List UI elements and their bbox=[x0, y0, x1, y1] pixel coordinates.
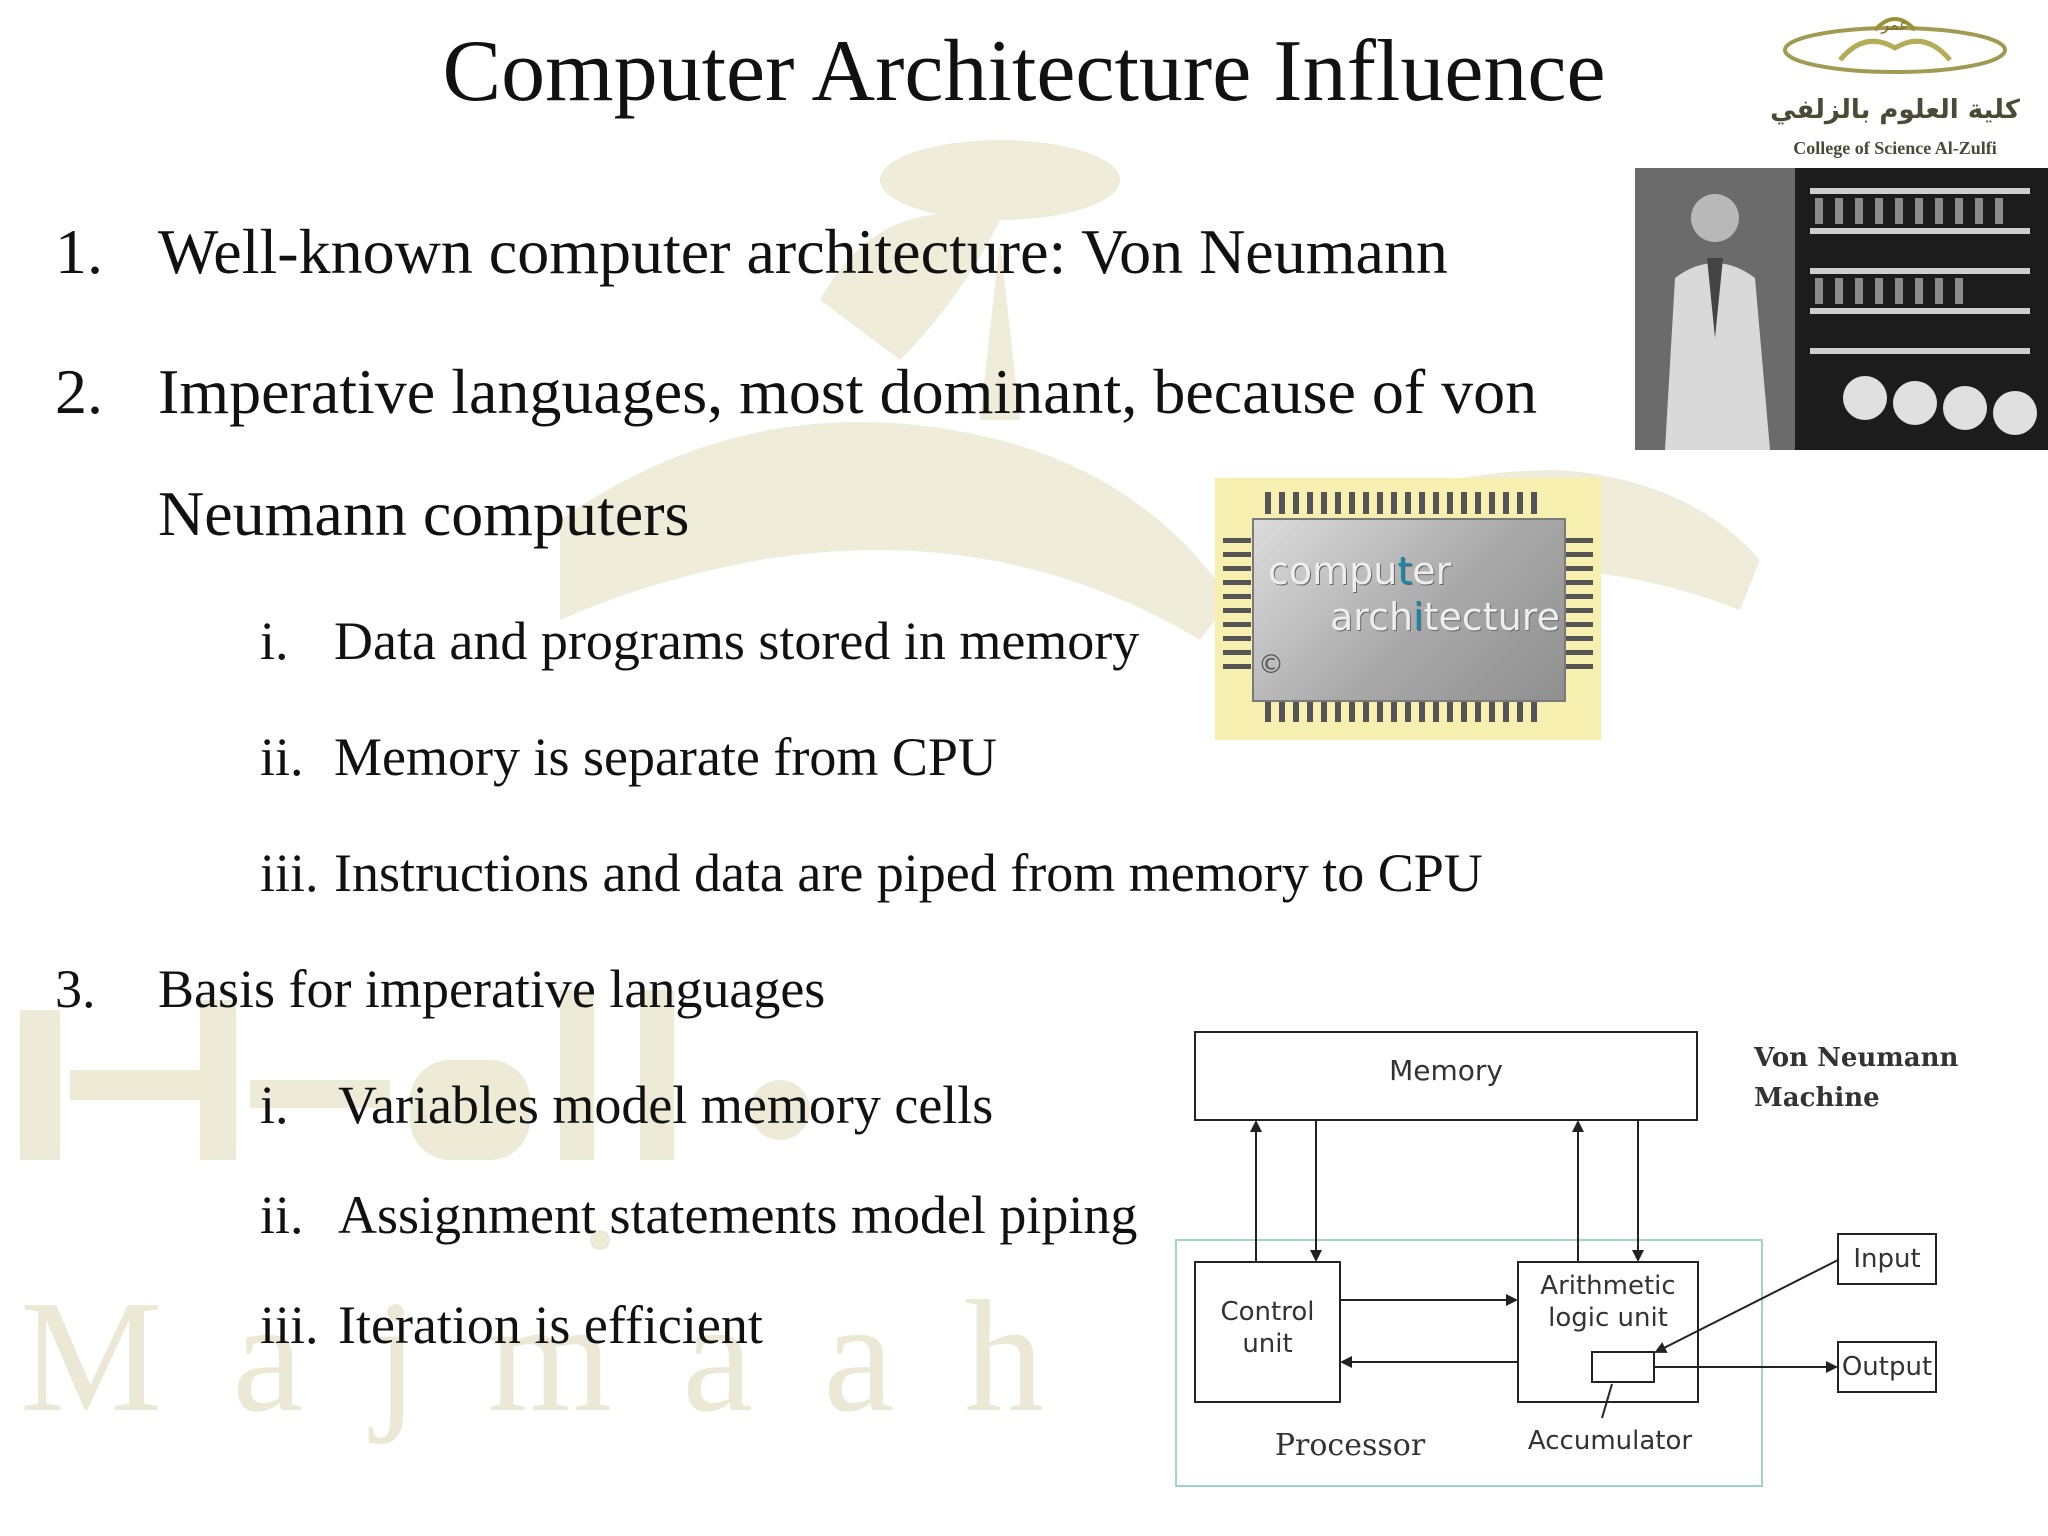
list-item-2-line2: Neumann computers bbox=[158, 478, 690, 549]
list-item-3: Basis for imperative languages bbox=[158, 959, 826, 1019]
subitem-number: i. bbox=[260, 1075, 289, 1135]
subitem-number: ii. bbox=[260, 727, 304, 787]
college-logo: عمر bbox=[1783, 15, 2007, 74]
subitem-number: iii. bbox=[260, 1295, 319, 1355]
subitem-text: Instructions and data are piped from mem… bbox=[334, 843, 1483, 903]
chip-pins bbox=[1223, 492, 1593, 722]
list-number-2: 2. bbox=[55, 356, 103, 427]
list-number-3: 3. bbox=[55, 959, 96, 1019]
chip-label: computer architecture bbox=[1268, 548, 1560, 640]
alu-label: Arithmetic logic unit bbox=[1518, 1270, 1698, 1334]
chip-label-part: arch bbox=[1330, 595, 1414, 639]
college-name-english: College of Science Al-Zulfi bbox=[1793, 138, 1997, 158]
chip-label-part: tecture bbox=[1423, 595, 1560, 639]
control-unit-label: Control unit bbox=[1195, 1296, 1340, 1360]
alu-line: Arithmetic bbox=[1540, 1271, 1676, 1301]
diagram-caption-line: Von Neumann bbox=[1754, 1043, 1959, 1073]
subitem-text: Variables model memory cells bbox=[338, 1075, 994, 1135]
subitem-text: Data and programs stored in memory bbox=[334, 611, 1140, 671]
von-neumann-diagram: Memory Control unit Arithmetic logic uni… bbox=[1150, 1000, 2048, 1536]
chip-label-part: er bbox=[1412, 549, 1452, 593]
subitem-number: iii. bbox=[260, 843, 319, 903]
control-unit-line: unit bbox=[1242, 1329, 1293, 1359]
control-unit-line: Control bbox=[1220, 1297, 1315, 1327]
diagram-caption-line: Machine bbox=[1754, 1083, 1880, 1113]
diagram-lines bbox=[1150, 1000, 2030, 1536]
chip-label-accent: t bbox=[1397, 549, 1413, 593]
von-neumann-photo bbox=[1635, 168, 2048, 450]
list-number-1: 1. bbox=[55, 216, 103, 287]
slide-title: Computer Architecture Influence bbox=[442, 23, 1606, 120]
accumulator-label: Accumulator bbox=[1527, 1426, 1693, 1456]
output-label: Output bbox=[1841, 1352, 1933, 1382]
processor-label: Processor bbox=[1274, 1428, 1426, 1463]
subitem-text: Memory is separate from CPU bbox=[334, 727, 997, 787]
chip-body bbox=[1252, 518, 1566, 702]
chip-label-accent: i bbox=[1413, 595, 1424, 639]
list-item-2-line1: Imperative languages, most dominant, bec… bbox=[158, 356, 1538, 427]
svg-text:عمر: عمر bbox=[1880, 15, 1909, 35]
list-item-1: Well-known computer architecture: Von Ne… bbox=[158, 216, 1448, 287]
chip-label-part: compu bbox=[1268, 549, 1398, 593]
subitem-number: i. bbox=[260, 611, 289, 671]
subitem-text: Iteration is efficient bbox=[338, 1295, 763, 1355]
memory-label: Memory bbox=[1389, 1054, 1503, 1087]
input-label: Input bbox=[1853, 1244, 1921, 1274]
subitem-number: ii. bbox=[260, 1185, 304, 1245]
diagram-caption: Von Neumann Machine bbox=[1754, 1038, 1958, 1118]
subitem-text: Assignment statements model piping bbox=[338, 1185, 1138, 1245]
alu-line: logic unit bbox=[1548, 1303, 1668, 1333]
copyright-mark: © bbox=[1258, 650, 1284, 680]
college-name-arabic: كلية العلوم بالزلفي bbox=[1770, 95, 2020, 125]
